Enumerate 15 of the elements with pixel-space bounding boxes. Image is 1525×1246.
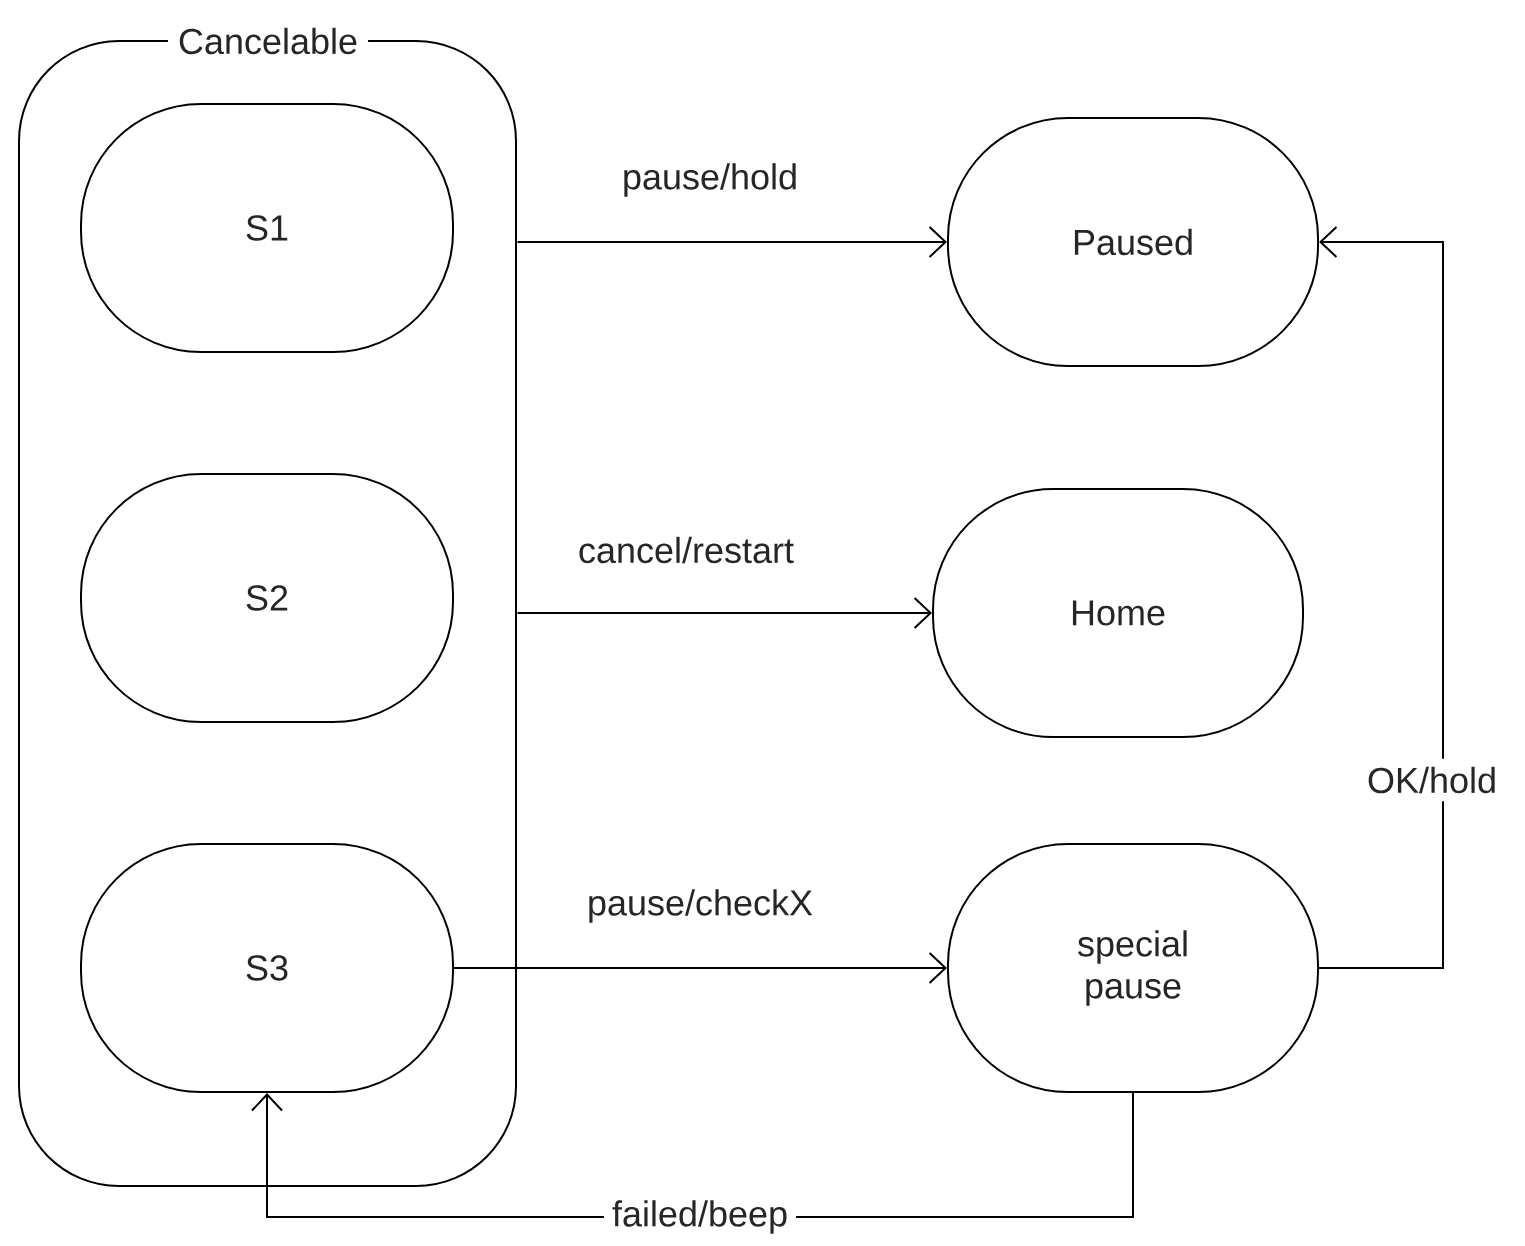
state: S1 [80, 103, 454, 353]
state: S3 [80, 843, 454, 1093]
arrow [516, 597, 932, 629]
edge-label: OK/hold [1359, 758, 1506, 802]
state: Home [932, 488, 1304, 738]
arrow [516, 226, 947, 258]
edge-label: pause/hold [624, 163, 796, 197]
arrow [1318, 226, 1444, 969]
arrow [453, 952, 947, 984]
edge-label: pause/checkX [589, 889, 813, 923]
state: S2 [80, 473, 454, 723]
edge-label: cancel/restart [579, 536, 794, 564]
state: Paused [947, 117, 1319, 367]
edge-label: failed/beep [603, 1192, 797, 1242]
state: special pause [947, 843, 1319, 1093]
